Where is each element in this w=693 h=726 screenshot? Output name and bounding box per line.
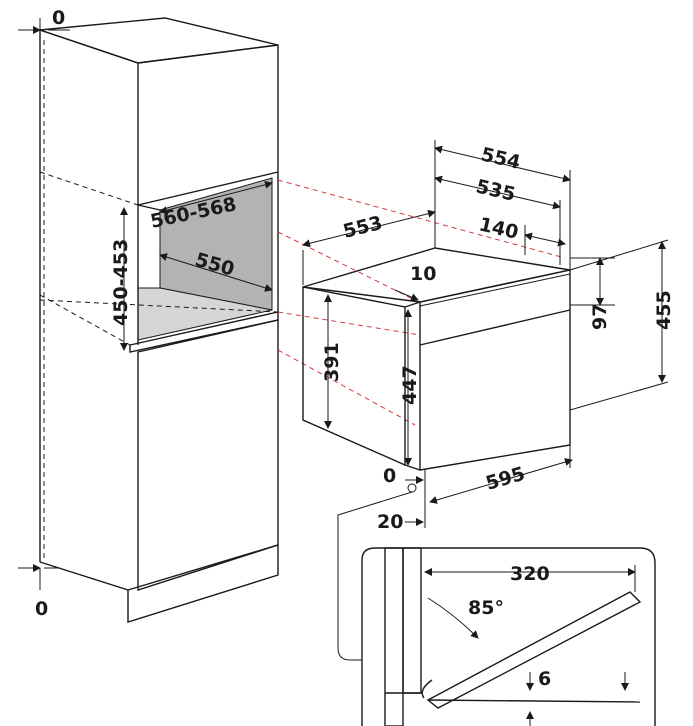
- label-door-swing: 320: [510, 563, 550, 585]
- label-body-height: 447: [399, 365, 421, 405]
- label-side-height: 391: [321, 342, 343, 382]
- label-front-height: 455: [653, 290, 675, 330]
- label-panel-height: 97: [589, 304, 611, 330]
- label-oven-top-width: 554: [479, 143, 523, 173]
- label-door-offset: 20: [377, 511, 403, 533]
- label-door-angle: 85°: [468, 597, 504, 619]
- alignment-guides: [277, 179, 566, 426]
- label-niche-height: 450-453: [110, 239, 132, 326]
- label-cab-bottom-gap: 0: [35, 598, 48, 620]
- door-detail: [361, 547, 656, 726]
- tall-cabinet: [18, 17, 279, 623]
- label-bottom-gap: 0: [383, 465, 396, 487]
- label-oven-body-width: 535: [474, 175, 518, 205]
- label-top-lip: 10: [410, 263, 436, 285]
- label-rear-offset: 140: [477, 213, 521, 243]
- label-oven-depth: 553: [341, 212, 385, 243]
- label-front-width: 595: [483, 463, 527, 495]
- oven-unit: [302, 140, 669, 661]
- label-cab-top-gap: 0: [52, 7, 65, 29]
- label-door-clearance: 6: [538, 668, 551, 690]
